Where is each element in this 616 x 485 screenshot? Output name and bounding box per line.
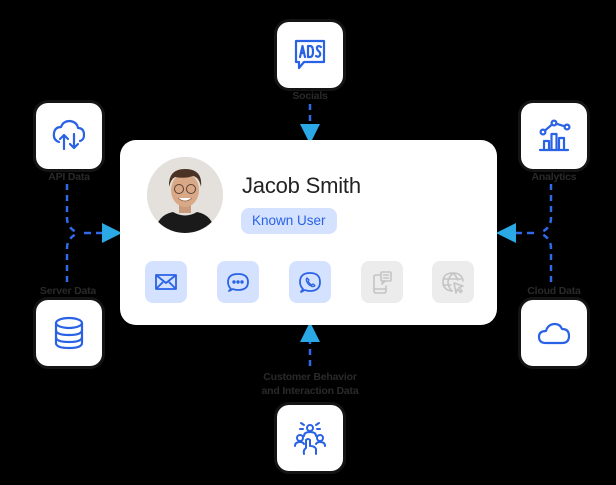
ads-icon [294,39,326,70]
mobile-message-icon [373,271,392,294]
database-icon [54,316,84,350]
people-interaction-icon [294,422,326,455]
analytics-label: Analytics [531,171,577,183]
avatar [147,157,223,233]
globe-cursor-icon [442,272,464,294]
api-data-node [36,103,102,169]
channel-web-button[interactable] [432,261,474,303]
mail-icon [155,274,177,290]
channel-sms-button[interactable] [361,261,403,303]
cloud-data-label: Cloud Data [527,285,581,297]
analytics-node [521,103,587,169]
profile-name: Jacob Smith [242,173,361,198]
whatsapp-icon [299,272,321,293]
cloud-data-node [521,300,587,366]
api-data-label: API Data [48,171,90,183]
cloud-sync-icon [52,119,86,151]
behavior-label-line1: Customer Behavior [263,371,357,383]
behavior-label-line2: and Interaction Data [261,385,359,397]
chat-bubble-icon [227,273,249,292]
status-badge: Known User [241,208,337,234]
profile-photo [147,157,223,233]
socials-label: Socials [292,90,328,102]
cloud-icon [537,322,571,345]
server-data-node [36,300,102,366]
socials-node [277,22,343,88]
channel-chat-button[interactable] [217,261,259,303]
analytics-icon [538,119,571,152]
behavior-node [277,405,343,471]
channel-whatsapp-button[interactable] [289,261,331,303]
channel-email-button[interactable] [145,261,187,303]
server-data-label: Server Data [39,285,97,297]
behavior-label: Customer Behavior and Interaction Data [220,370,400,398]
